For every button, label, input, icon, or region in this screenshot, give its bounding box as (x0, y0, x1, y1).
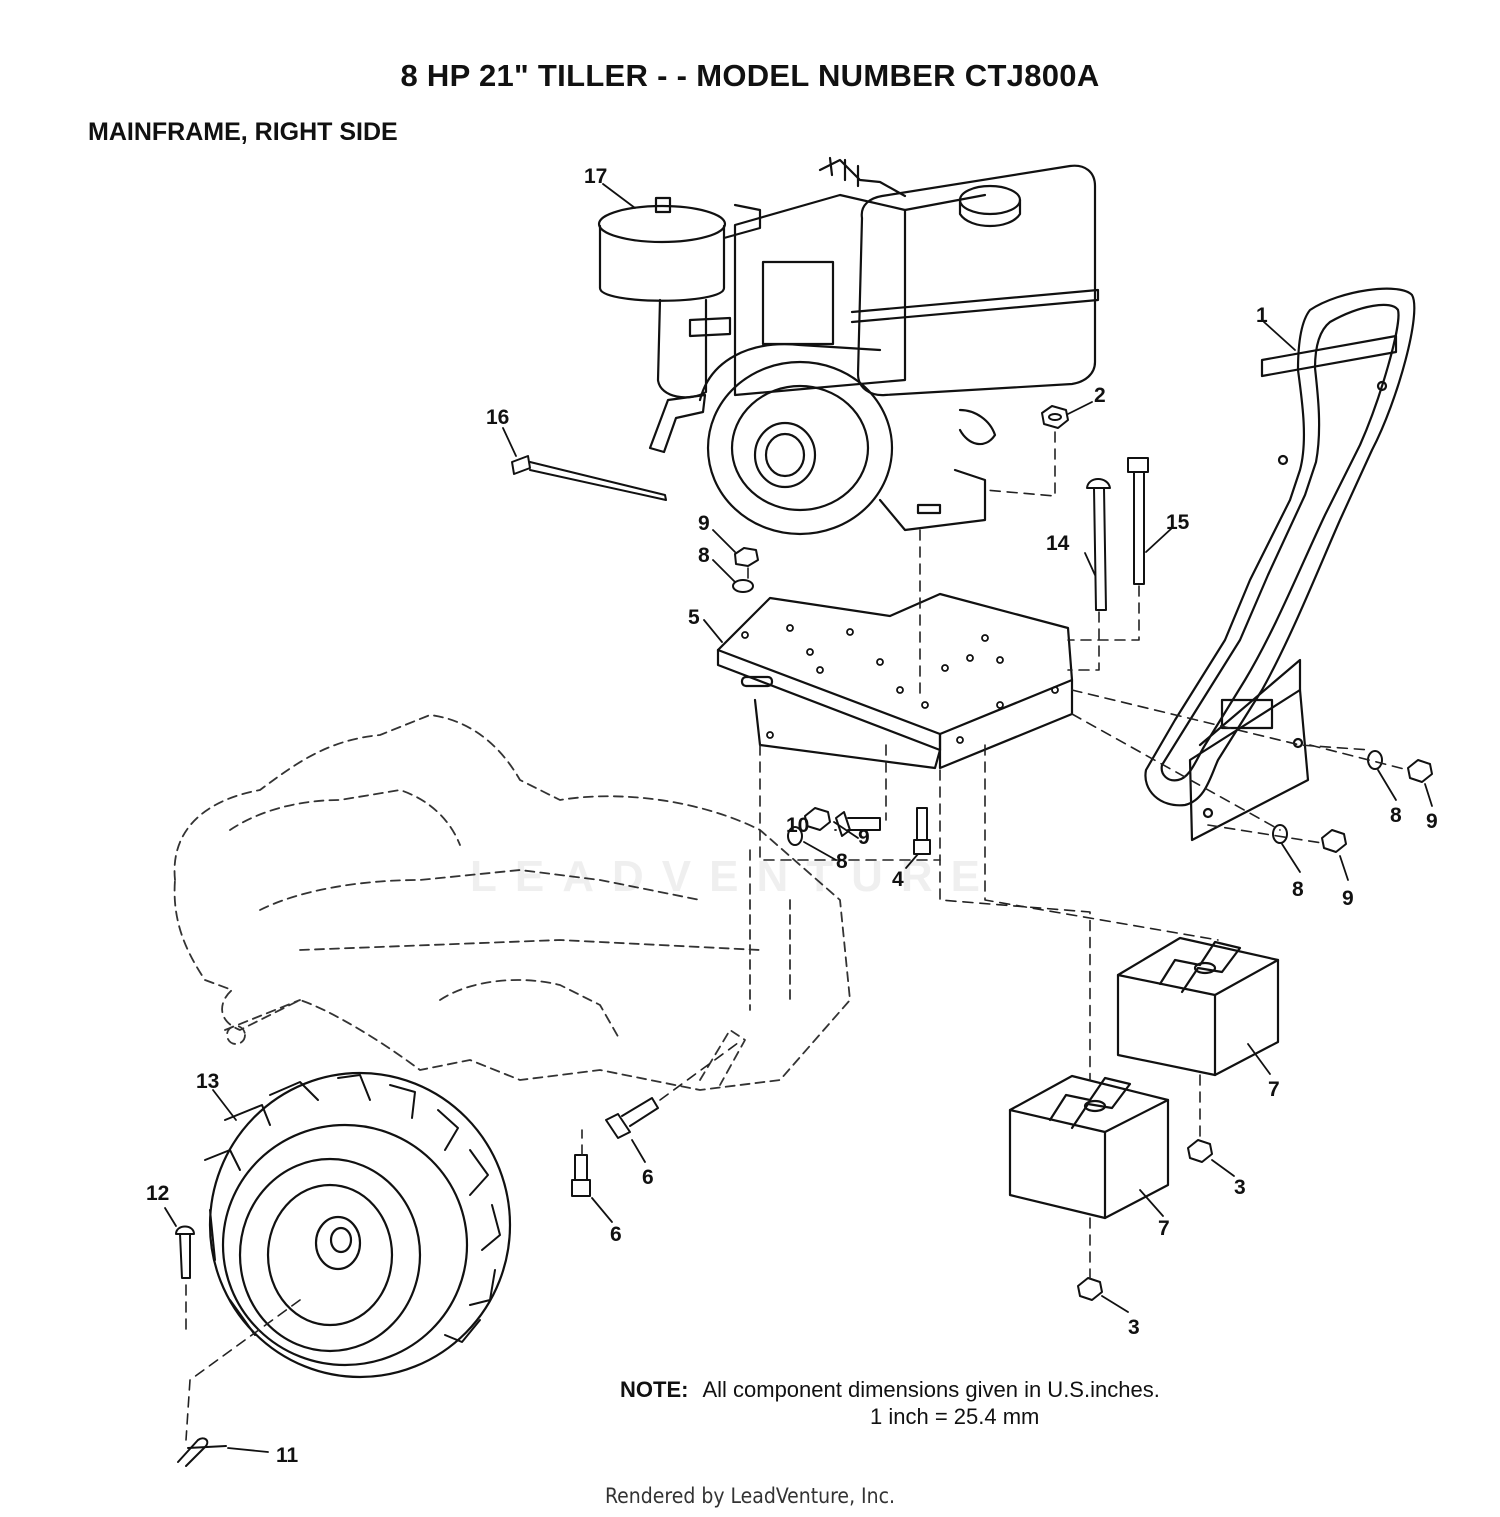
callout-17: 17 (584, 165, 607, 188)
callout-3a: 3 (1234, 1176, 1246, 1199)
callout-10: 10 (786, 814, 809, 837)
callout-9b: 9 (858, 826, 870, 849)
footer-credit: Rendered by LeadVenture, Inc. (605, 1484, 895, 1508)
callout-3b: 3 (1128, 1316, 1140, 1339)
callout-6a: 6 (642, 1166, 654, 1189)
note-label: NOTE: (620, 1377, 689, 1402)
callout-14: 14 (1046, 532, 1070, 555)
callout-9d: 9 (1342, 887, 1354, 910)
callout-9c: 9 (1426, 810, 1438, 833)
section-subtitle: MAINFRAME, RIGHT SIDE (88, 118, 398, 146)
watermark: LEADVENTURE (470, 852, 999, 901)
tiller-wheel (204, 1071, 512, 1379)
callout-5: 5 (688, 606, 700, 629)
wheel-weight-upper (1116, 936, 1280, 1077)
tiller-body-ghost (173, 714, 851, 1091)
callout-11: 11 (276, 1444, 299, 1467)
callout-6b: 6 (610, 1223, 622, 1246)
dimension-note: NOTE: All component dimensions given in U… (620, 1377, 1160, 1429)
callout-13: 13 (196, 1070, 219, 1093)
callout-7b: 7 (1158, 1217, 1170, 1240)
leader-lines (164, 183, 1433, 1453)
callout-8c: 8 (1390, 804, 1402, 827)
fasteners (175, 405, 1433, 1467)
handle-bracket (1144, 287, 1416, 842)
callout-1: 1 (1256, 304, 1268, 327)
callout-8d: 8 (1292, 878, 1304, 901)
callout-4: 4 (892, 868, 904, 891)
callout-16: 16 (486, 406, 509, 429)
callout-labels: 1 2 3 3 4 5 6 6 7 7 8 8 8 8 9 9 9 9 10 1… (146, 165, 1438, 1467)
mainframe-plate (716, 592, 1074, 770)
callout-15: 15 (1166, 511, 1190, 534)
callout-8b: 8 (836, 850, 848, 873)
callout-8a: 8 (698, 544, 710, 567)
wheel-weight-lower (1008, 1074, 1170, 1220)
callout-7a: 7 (1268, 1078, 1280, 1101)
callout-12: 12 (146, 1182, 169, 1205)
page-title: 8 HP 21" TILLER - - MODEL NUMBER CTJ800A (400, 58, 1100, 93)
engine-assembly (597, 156, 1100, 536)
note-line-2: 1 inch = 25.4 mm (870, 1404, 1040, 1429)
assembly-lines (185, 431, 1409, 1441)
note-line-1: All component dimensions given in U.S.in… (702, 1377, 1160, 1402)
callout-2: 2 (1094, 384, 1106, 407)
callout-9a: 9 (698, 512, 710, 535)
